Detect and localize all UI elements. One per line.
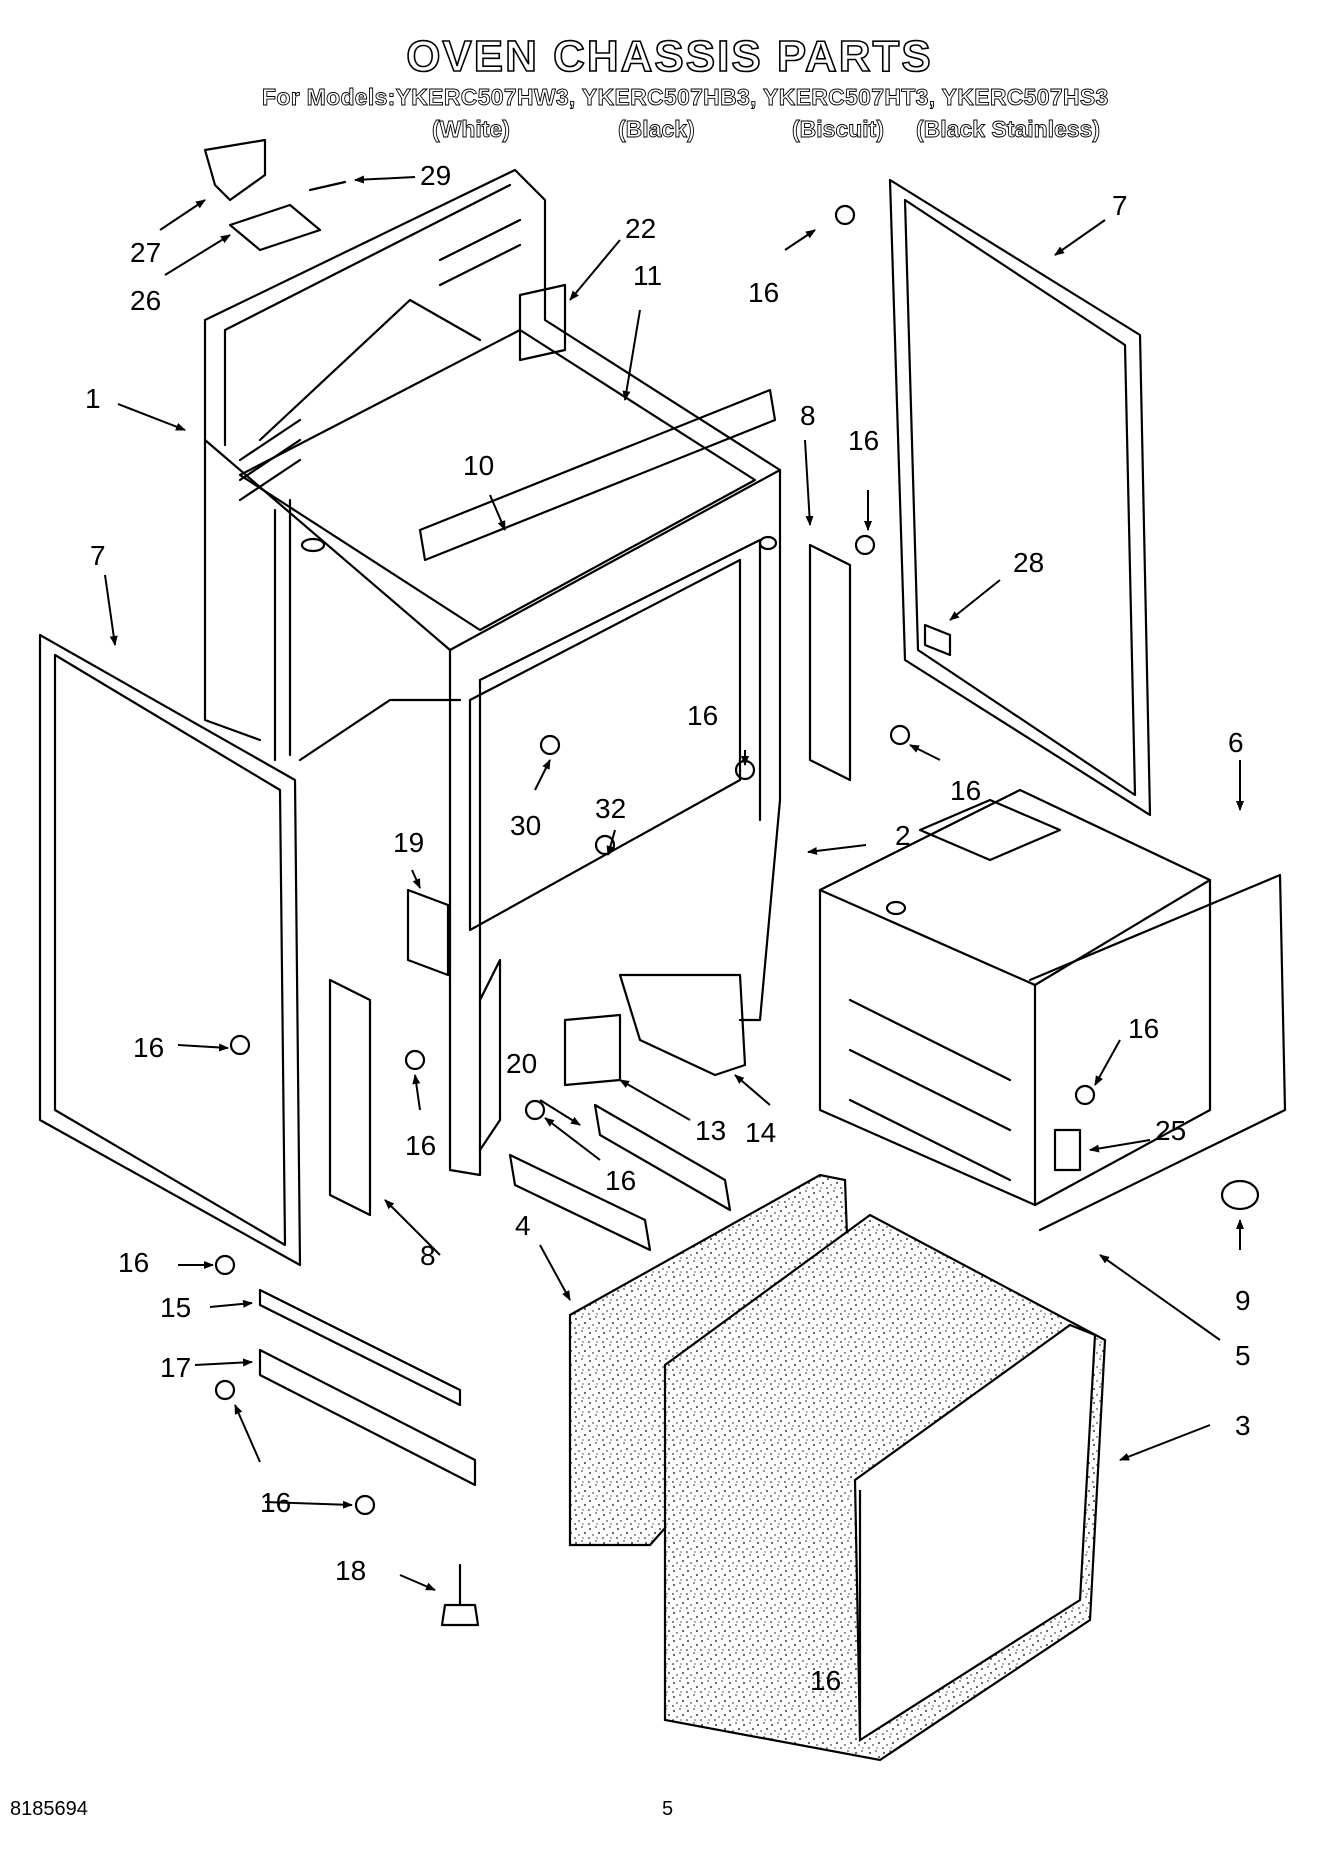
- vent-trim: [203, 138, 267, 202]
- callout-7-left: 7: [90, 540, 106, 571]
- callout-15: 15: [160, 1292, 191, 1323]
- callout-8-top: 8: [800, 400, 816, 431]
- callout-19: 19: [393, 827, 424, 858]
- door-switch: [923, 623, 952, 657]
- callout-5: 5: [1235, 1340, 1251, 1371]
- electronic-box: [618, 973, 747, 1077]
- callout-20: 20: [506, 1048, 537, 1079]
- callout-29: 29: [420, 160, 451, 191]
- callout-16-i: 16: [260, 1487, 291, 1518]
- doc-number: 8185694: [10, 1798, 88, 1820]
- leveling-leg: [440, 1563, 480, 1627]
- hinge-plate: [518, 283, 567, 362]
- callout-32: 32: [595, 793, 626, 824]
- callout-27: 27: [130, 237, 161, 268]
- callout-8-bottom: 8: [420, 1240, 436, 1271]
- cavity-plug: [1220, 1179, 1260, 1211]
- callout-13: 13: [695, 1115, 726, 1146]
- cavity-post: [1053, 1128, 1082, 1172]
- color-biscuit: (Biscuit): [792, 116, 885, 143]
- side-panel-right: [888, 178, 1152, 817]
- side-bracket-left: [328, 978, 372, 1217]
- callout-4: 4: [515, 1210, 531, 1241]
- color-white: (White): [432, 116, 511, 143]
- callout-11: 11: [633, 260, 662, 291]
- callout-16-k: 16: [810, 1665, 841, 1696]
- front-rail: [258, 1288, 462, 1407]
- callout-14: 14: [745, 1117, 776, 1148]
- callout-16-a: 16: [748, 277, 779, 308]
- color-black-stainless: (Black Stainless): [916, 116, 1101, 143]
- leader-lines: [104, 175, 1244, 1591]
- oven-cavity: [818, 788, 1212, 1207]
- callout-7-right: 7: [1112, 190, 1128, 221]
- insulation-pad: [228, 203, 322, 252]
- callout-22: 22: [625, 213, 656, 244]
- callout-3: 3: [1235, 1410, 1251, 1441]
- callout-16-c: 16: [950, 775, 981, 806]
- callout-10: 10: [463, 450, 494, 481]
- callout-16-h: 16: [605, 1165, 636, 1196]
- page-title: OVEN CHASSIS PARTS: [405, 31, 933, 82]
- callout-9: 9: [1235, 1285, 1251, 1316]
- models-line: For Models:YKERC507HW3, YKERC507HB3, YKE…: [262, 84, 1109, 111]
- lower-bracket-a: [508, 1153, 652, 1252]
- callout-25: 25: [1155, 1115, 1186, 1146]
- small-bracket: [406, 888, 450, 977]
- callout-16-j: 16: [1128, 1013, 1159, 1044]
- screws: [214, 204, 1096, 1516]
- callout-16-b: 16: [848, 425, 879, 456]
- insulation-blankets: [568, 1173, 1107, 1762]
- callout-16-d: 16: [687, 700, 718, 731]
- rear-rail: [258, 1348, 477, 1487]
- callout-16-g: 16: [118, 1247, 149, 1278]
- callout-30: 30: [510, 810, 541, 841]
- color-black: (Black): [618, 116, 696, 143]
- callout-17: 17: [160, 1352, 191, 1383]
- callout-28: 28: [1013, 547, 1044, 578]
- callout-2: 2: [895, 820, 911, 851]
- callout-1: 1: [85, 383, 101, 414]
- page-number: 5: [662, 1798, 674, 1820]
- lower-bracket-b: [593, 1103, 732, 1212]
- callout-16-e: 16: [133, 1032, 164, 1063]
- callout-18: 18: [335, 1555, 366, 1586]
- transformer: [563, 1013, 622, 1087]
- side-bracket-right: [808, 543, 852, 782]
- gasket-strip: [308, 180, 347, 192]
- chassis-frame: [203, 168, 782, 1177]
- rack-guide-wire: [1028, 873, 1287, 1232]
- callout-6: 6: [1228, 727, 1244, 758]
- side-panel-left: [38, 633, 302, 1267]
- callout-16-f: 16: [405, 1130, 436, 1161]
- callout-26: 26: [130, 285, 161, 316]
